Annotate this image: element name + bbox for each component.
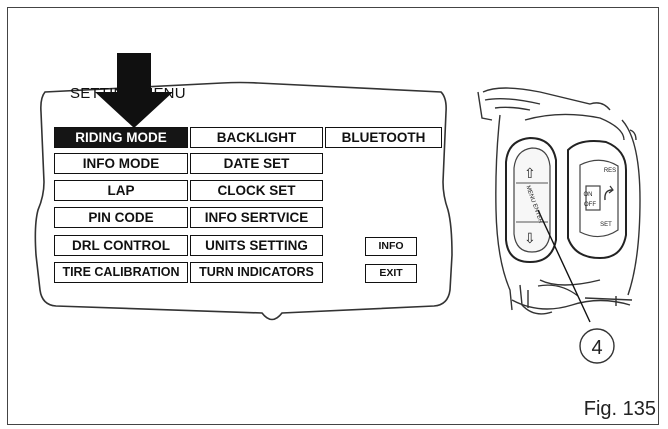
on-label: ON (584, 192, 593, 198)
down-arrow-small-icon: ⇩ (524, 230, 536, 246)
menu-item-date-set[interactable]: DATE SET (190, 153, 323, 174)
res-label: RES (604, 168, 616, 174)
menu-item-info-mode[interactable]: INFO MODE (54, 153, 188, 174)
up-arrow-icon: ⇧ (524, 165, 536, 181)
exit-button[interactable]: EXIT (365, 264, 417, 283)
callout-number: 4 (591, 337, 602, 359)
figure-label: Fig. 135 (583, 398, 656, 420)
off-label: OFF (584, 202, 596, 208)
figure-frame (7, 7, 659, 425)
menu-enter-label: MENU ENTER (524, 185, 543, 225)
menu-item-pin-code[interactable]: PIN CODE (54, 207, 188, 228)
menu-item-info-service[interactable]: INFO SERTVICE (190, 207, 323, 228)
menu-item-units-setting[interactable]: UNITS SETTING (190, 235, 323, 256)
menu-item-lap[interactable]: LAP (54, 180, 188, 201)
menu-item-turn-indicators[interactable]: TURN INDICATORS (190, 262, 323, 283)
menu-item-backlight[interactable]: BACKLIGHT (190, 127, 323, 148)
set-label: SET (600, 222, 612, 228)
menu-item-clock-set[interactable]: CLOCK SET (190, 180, 323, 201)
menu-item-bluetooth[interactable]: BLUETOOTH (325, 127, 442, 148)
menu-item-tire-calibration[interactable]: TIRE CALIBRATION (54, 262, 188, 283)
info-button[interactable]: INFO (365, 237, 417, 256)
menu-item-drl-control[interactable]: DRL CONTROL (54, 235, 188, 256)
menu-item-riding-mode[interactable]: RIDING MODE (54, 127, 188, 148)
